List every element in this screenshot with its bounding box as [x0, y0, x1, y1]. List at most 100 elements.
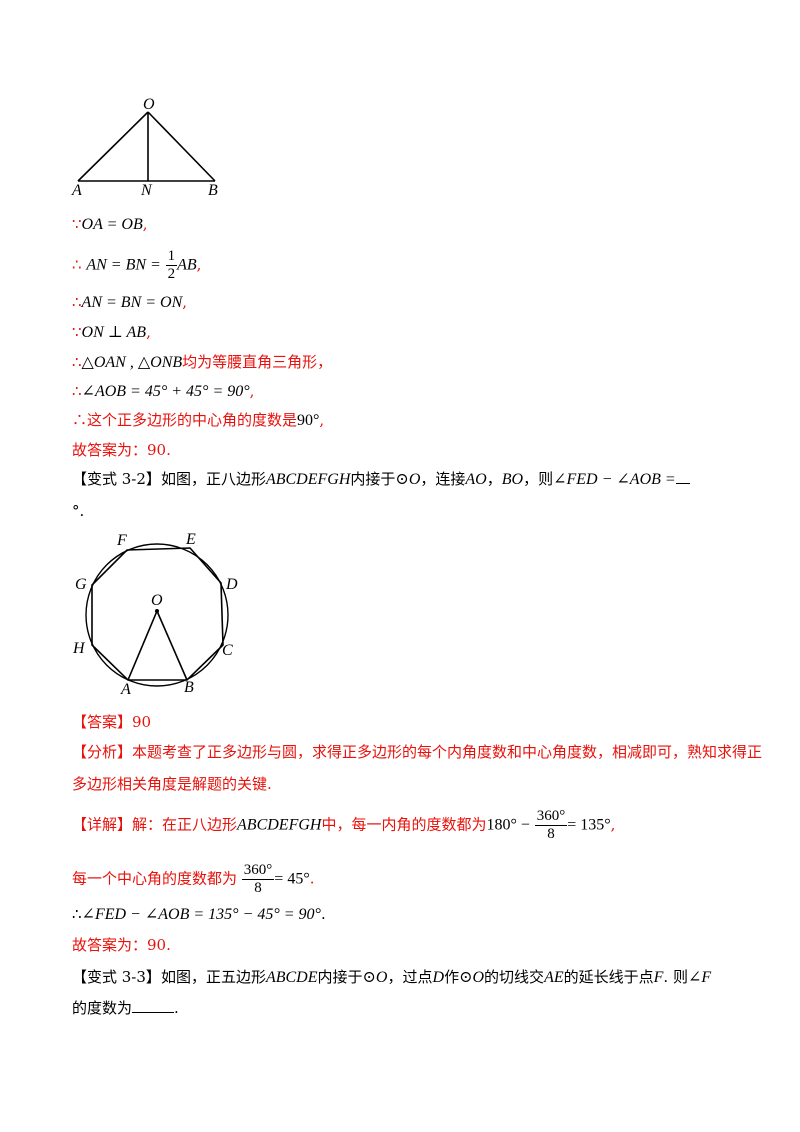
- punctuation: ,: [196, 255, 202, 274]
- label-e: E: [185, 531, 196, 548]
- math-expression: AN = BN = ON: [81, 294, 183, 311]
- problem-tag: 【变式 3-2】: [72, 470, 161, 488]
- answer-blank[interactable]: [132, 1012, 175, 1013]
- text-run: 的切线交: [484, 968, 545, 986]
- math-expression: ON ⊥ AB: [81, 324, 147, 341]
- math-expression: AB: [177, 256, 197, 274]
- label-d: D: [225, 576, 238, 593]
- octagon-figure: F E G D O H C A B: [72, 531, 238, 698]
- text-run: ，则: [523, 470, 554, 488]
- detail-line-1: 【详解】解：在正八边形ABCDEFGH中，每一内角的度数都为180° − 360…: [72, 808, 615, 843]
- segment-name: AE: [544, 969, 564, 986]
- circle-name: ⊙O: [395, 471, 421, 488]
- problem-3-3-line2: 的度数为.: [72, 998, 179, 1018]
- math-expression: AN = BN =: [86, 256, 161, 274]
- punctuation: ,: [146, 323, 151, 341]
- segment-name: BO: [501, 471, 524, 488]
- therefore-symbol: ∴: [72, 905, 82, 923]
- math-expression: ∠AOB = 45° + 45° = 90°: [81, 383, 250, 400]
- fraction: 360°8: [534, 808, 568, 843]
- text-run: 本题考查了正多边形与圆，求得正多边形的每个内角度数和中心角度数，相减即可，熟知求…: [132, 743, 763, 761]
- label-g: G: [75, 576, 87, 593]
- answer-blank[interactable]: [675, 483, 690, 484]
- segment-ob: [147, 111, 216, 182]
- center-point: [155, 609, 159, 613]
- math-value: = 135°: [567, 816, 611, 834]
- text-run: 如图，正八边形: [160, 470, 266, 488]
- point-name: F: [653, 969, 664, 986]
- punctuation: .: [309, 869, 315, 888]
- punctuation: ,: [610, 815, 616, 834]
- text-run: ，过点: [387, 968, 433, 986]
- text-run: 中，每一内角的度数都为: [321, 815, 487, 834]
- polygon-name: ABCDEFGH: [237, 816, 322, 834]
- text-run: 均为等腰直角三角形，: [182, 353, 333, 371]
- label-f: F: [116, 532, 127, 549]
- math-value: = 45°: [274, 870, 310, 888]
- answer-line: 【答案】90: [72, 712, 151, 732]
- label-n: N: [140, 182, 153, 199]
- problem-tag: 【变式 3-3】: [72, 968, 161, 986]
- problem-3-2-line2: °.: [72, 501, 84, 521]
- circle-name: ⊙O: [459, 969, 485, 986]
- text-run: 作: [444, 968, 460, 986]
- point-name: D: [432, 969, 445, 986]
- text-run: 的度数为: [72, 999, 133, 1017]
- solution-line-7: ∴这个正多边形的中心角的度数是90°,: [72, 410, 324, 431]
- problem-3-2: 【变式 3-2】如图，正八边形ABCDEFGH内接于⊙O，连接AO，BO，则∠F…: [72, 469, 690, 490]
- detail-line-4: 故答案为：90.: [72, 935, 171, 955]
- fraction-numerator: 360°: [241, 862, 275, 880]
- detail-tag: 【详解】: [72, 815, 133, 834]
- solution-line-5: ∴△OAN , △ONB均为等腰直角三角形，: [72, 352, 332, 373]
- analysis-line-2: 多边形相关角度是解题的关键.: [72, 774, 272, 794]
- therefore-symbol: ∴: [72, 255, 82, 274]
- label-o: O: [143, 96, 155, 113]
- because-symbol: ∵: [72, 215, 82, 233]
- math-value: 180° −: [486, 816, 530, 834]
- text-run: 内接于: [350, 470, 396, 488]
- label-a: A: [71, 182, 82, 199]
- text-run: 内接于: [317, 968, 363, 986]
- label-a: A: [120, 681, 131, 698]
- fraction-numerator: 360°: [534, 808, 568, 826]
- problem-3-3: 【变式 3-3】如图，正五边形ABCDE内接于⊙O，过点D作⊙O的切线交AE的延…: [72, 967, 711, 988]
- punctuation: ，: [486, 470, 502, 488]
- label-o: O: [151, 592, 163, 609]
- math-expression: ∠FED − ∠AOB = 135° − 45° = 90°: [81, 906, 321, 923]
- fraction: 360°8: [241, 862, 275, 897]
- text-run: 每一个中心角的度数都为: [72, 869, 238, 888]
- text-run: ，连接: [420, 470, 466, 488]
- math-expression: OA = OB: [81, 216, 143, 233]
- label-h: H: [72, 640, 86, 657]
- punctuation: ,: [319, 411, 325, 429]
- therefore-symbol: ∴: [72, 382, 82, 400]
- because-symbol: ∵: [72, 323, 82, 341]
- segment-ob: [156, 610, 188, 681]
- circumcircle: [85, 543, 229, 687]
- analysis-line-1: 【分析】本题考查了正多边形与圆，求得正多边形的每个内角度数和中心角度数，相减即可…: [72, 742, 762, 762]
- polygon-name: ABCDEFGH: [265, 471, 351, 488]
- analysis-tag: 【分析】: [72, 743, 133, 761]
- final-answer: 故答案为：90.: [72, 936, 171, 954]
- answer-value: 90: [132, 713, 152, 731]
- punctuation: ,: [142, 215, 148, 233]
- solution-line-6: ∴∠AOB = 45° + 45° = 90°,: [72, 381, 254, 402]
- math-expression: ∠FED − ∠AOB =: [553, 471, 676, 488]
- triangle-figure: O A N B: [71, 96, 218, 199]
- text-run: 如图，正五边形: [160, 968, 266, 986]
- therefore-symbol: ∴: [72, 293, 82, 311]
- label-b: B: [208, 182, 218, 199]
- punctuation: .: [174, 999, 179, 1017]
- text-run: ∴这个正多边形的中心角的度数是: [72, 411, 298, 429]
- solution-line-3: ∴AN = BN = ON,: [72, 292, 187, 313]
- text-run: 多边形相关角度是解题的关键.: [72, 775, 272, 793]
- punctuation: ,: [182, 293, 188, 311]
- solution-line-1: ∵OA = OB,: [72, 214, 148, 235]
- polygon-name: ABCDE: [265, 969, 318, 986]
- segment-name: AO: [465, 471, 487, 488]
- angle-name: ∠F: [687, 969, 712, 986]
- text-run: °.: [72, 502, 85, 520]
- therefore-symbol: ∴: [72, 353, 82, 371]
- text-run: 的延长线于点: [563, 968, 654, 986]
